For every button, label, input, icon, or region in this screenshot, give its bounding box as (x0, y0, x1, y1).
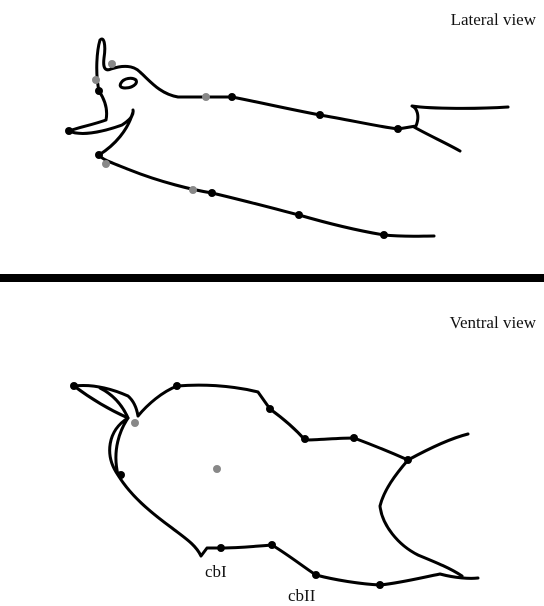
ventral-landmark (350, 434, 358, 442)
ventral-side-contour (110, 418, 128, 475)
lateral-landmark (108, 60, 116, 68)
ventral-landmark (173, 382, 181, 390)
lateral-landmark (102, 160, 110, 168)
lateral-landmark (95, 87, 103, 95)
ventral-gill-inner (380, 460, 462, 576)
lateral-landmark (380, 231, 388, 239)
ventral-view-drawing (74, 385, 478, 585)
ventral-landmark (117, 471, 125, 479)
lateral-landmark (92, 76, 100, 84)
ventral-landmark (376, 581, 384, 589)
lateral-landmark (95, 151, 103, 159)
lateral-landmark (316, 111, 324, 119)
ventral-landmark (404, 456, 412, 464)
lateral-landmark (208, 189, 216, 197)
lateral-landmark (394, 125, 402, 133)
lateral-landmark (202, 93, 210, 101)
section-divider (0, 274, 544, 282)
ventral-landmark (301, 435, 309, 443)
lateral-landmark (65, 127, 73, 135)
lateral-jaw-lower (99, 112, 434, 236)
ventral-landmark (268, 541, 276, 549)
lateral-view-drawing (69, 39, 508, 236)
lateral-upper-outline (97, 39, 508, 129)
ventral-landmark (213, 465, 221, 473)
ventral-landmark (131, 419, 139, 427)
lateral-eye (120, 78, 136, 88)
lateral-landmark (228, 93, 236, 101)
lateral-jaw-upper (69, 91, 133, 133)
ventral-snout-inner (100, 388, 128, 418)
lateral-landmark (295, 211, 303, 219)
ventral-landmark (70, 382, 78, 390)
ventral-landmark-cbII (312, 571, 320, 579)
lateral-landmark (189, 186, 197, 194)
lateral-tail-lower (414, 127, 460, 151)
ventral-landmark (266, 405, 274, 413)
ventral-landmark-cbI (217, 544, 225, 552)
